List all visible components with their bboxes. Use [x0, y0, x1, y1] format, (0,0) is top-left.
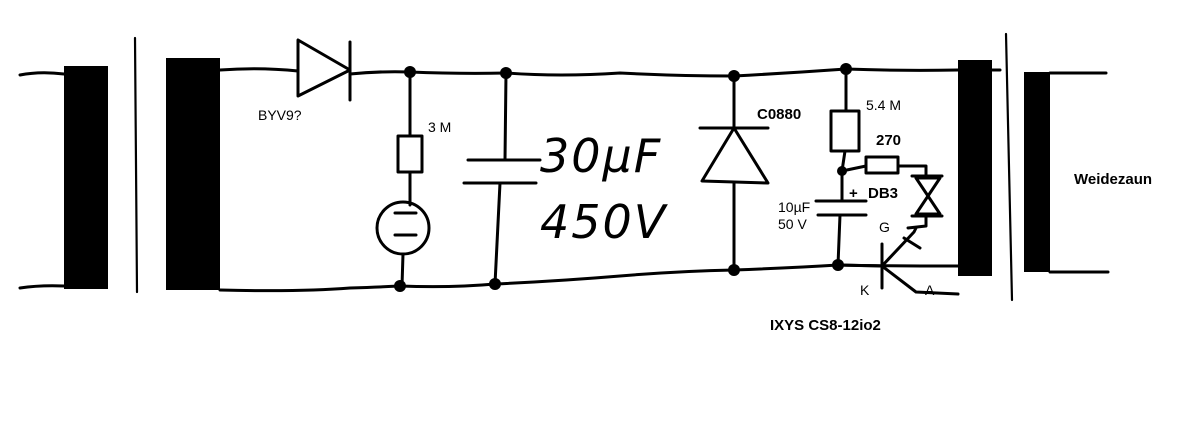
- resistor-5-4m: [829, 67, 861, 173]
- divider-right: [1004, 32, 1014, 302]
- label-output: Weidezaun: [1074, 171, 1152, 188]
- bottom-rail: [218, 263, 960, 293]
- diode-byv9: [296, 38, 352, 102]
- label-cap-small-value: 10µF: [778, 199, 810, 215]
- label-cap-small-voltage: 50 V: [778, 216, 807, 232]
- label-diode-left: BYV9?: [258, 107, 302, 123]
- input-transformer-block: [166, 58, 220, 290]
- label-diode-c0880: C0880: [757, 106, 801, 123]
- divider-left: [133, 36, 139, 294]
- label-scr-cathode: K: [860, 282, 870, 298]
- diac-db3: [906, 174, 944, 230]
- label-resistor-5-4m: 5.4 M: [866, 97, 901, 113]
- glow-lamp: [375, 200, 431, 288]
- label-cap-main-value: 30µF: [540, 129, 662, 183]
- resistor-3m: [396, 70, 424, 207]
- scr-thyristor: [836, 226, 960, 296]
- label-cap-main-voltage: 450V: [540, 195, 669, 249]
- resistor-270: [840, 155, 928, 178]
- far-right-block: [1024, 72, 1050, 272]
- label-scr-anode: A: [925, 282, 935, 298]
- label-diac: DB3: [868, 185, 898, 202]
- capacitor-10uf: [814, 169, 868, 267]
- left-transformer-block: [64, 66, 108, 289]
- left-top-lead: [18, 71, 66, 77]
- label-resistor-3m: 3 M: [428, 119, 451, 135]
- label-scr-part: IXYS CS8-12io2: [770, 317, 881, 334]
- label-scr-gate: G: [879, 219, 890, 235]
- diode-c0880: [698, 74, 770, 272]
- label-cap-plus: +: [849, 185, 858, 202]
- junction-dot: [394, 280, 406, 292]
- output-transformer-block: [958, 60, 992, 276]
- capacitor-main: [462, 71, 542, 286]
- left-bottom-lead: [18, 284, 66, 290]
- label-resistor-270: 270: [876, 132, 901, 149]
